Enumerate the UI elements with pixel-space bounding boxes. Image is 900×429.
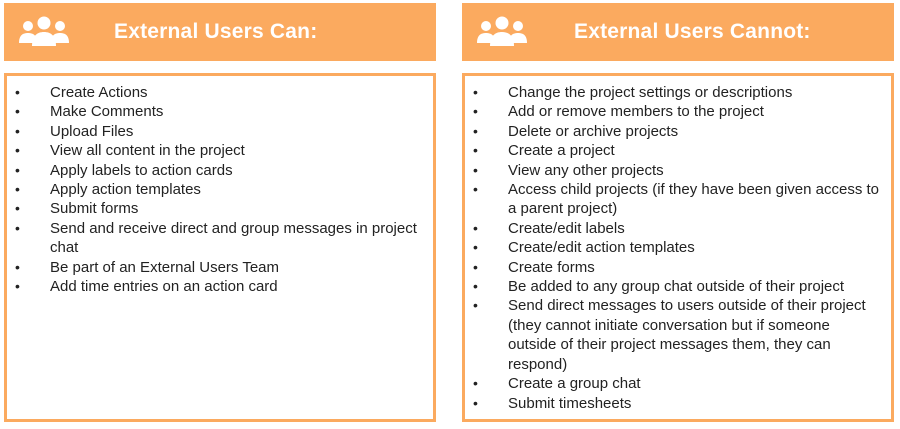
cannot-panel: External Users Cannot: • Change the proje… (462, 3, 894, 422)
list-item: • Send and receive direct and group messa… (7, 219, 423, 258)
cannot-list-box: • Change the project settings or descript… (462, 73, 894, 422)
list-item: • Create forms (465, 258, 881, 277)
can-header: External Users Can: (4, 3, 436, 61)
list-item-text: Submit timesheets (508, 394, 632, 412)
list-item: • Be part of an External Users Team (7, 258, 423, 277)
list-item: • Make Comments (7, 102, 423, 121)
list-item-text: Submit forms (50, 200, 139, 218)
list-item: • Be added to any group chat outside of t… (465, 277, 881, 296)
bullet-icon: • (473, 84, 478, 100)
list-item-text: Delete or archive projects (508, 122, 679, 140)
bullet-icon: • (473, 161, 478, 178)
bullet-icon: • (473, 122, 478, 139)
bullet-icon: • (15, 181, 20, 198)
list-item: • Upload Files (7, 122, 423, 141)
list-item: • Submit timesheets (465, 394, 881, 413)
list-item: • Submit forms (7, 199, 423, 218)
list-item-text: Send and receive direct and group messag… (50, 219, 417, 257)
users-icon (476, 13, 528, 51)
list-item-text: Make Comments (50, 103, 164, 121)
bullet-icon: • (15, 103, 20, 120)
bullet-icon: • (473, 278, 478, 295)
can-panel: External Users Can: • Create Actions • Make… (4, 3, 436, 422)
list-item-text: Be added to any group chat outside of th… (508, 278, 845, 296)
list-item-text: Apply labels to action cards (50, 161, 233, 179)
list-item-text: Create forms (508, 258, 595, 276)
list-item-text: Create/edit action templates (508, 239, 695, 257)
list-item-text: Send direct messages to users outside of… (508, 297, 866, 373)
bullet-icon: • (473, 297, 478, 314)
list-item: • Apply labels to action cards (7, 161, 423, 180)
list-item: • Create/edit action templates (465, 238, 881, 257)
bullet-icon: • (473, 394, 478, 411)
list-item-text: Be part of an External Users Team (50, 258, 279, 276)
bullet-icon: • (473, 219, 478, 236)
bullet-icon: • (473, 142, 478, 159)
cannot-list: • Change the project settings or descript… (465, 76, 891, 413)
bullet-icon: • (15, 219, 20, 236)
list-item: • View any other projects (465, 161, 881, 180)
list-item: • Send direct messages to users outside o… (465, 296, 881, 374)
list-item: • Access child projects (if they have bee… (465, 180, 881, 219)
bullet-icon: • (15, 258, 20, 275)
list-item: • Create a group chat (465, 374, 881, 393)
bullet-icon: • (15, 200, 20, 217)
cannot-header: External Users Cannot: (462, 3, 894, 61)
list-item: • Add time entries on an action card (7, 277, 423, 296)
list-item: • Create a project (465, 141, 881, 160)
bullet-icon: • (473, 239, 478, 256)
bullet-icon: • (473, 375, 478, 392)
can-title: External Users Can: (114, 20, 318, 43)
bullet-icon: • (15, 122, 20, 139)
list-item-text: Create Actions (50, 84, 148, 101)
bullet-icon: • (473, 103, 478, 120)
list-item: • Change the project settings or descript… (465, 83, 881, 102)
list-item: • Create/edit labels (465, 219, 881, 238)
bullet-icon: • (15, 161, 20, 178)
list-item: • Apply action templates (7, 180, 423, 199)
bullet-icon: • (15, 84, 20, 100)
list-item-text: View any other projects (508, 161, 664, 179)
list-item-text: Create a project (508, 142, 615, 160)
list-item-text: Access child projects (if they have been… (508, 181, 880, 218)
list-item-text: Add or remove members to the project (508, 103, 764, 121)
list-item-text: Add time entries on an action card (50, 278, 278, 296)
bullet-icon: • (473, 258, 478, 275)
list-item-text: Upload Files (50, 122, 134, 140)
list-item-text: View all content in the project (50, 142, 245, 160)
users-icon (18, 13, 70, 51)
list-item-text: Apply action templates (50, 181, 201, 199)
cannot-title: External Users Cannot: (574, 20, 811, 43)
list-item: • Add or remove members to the project (465, 102, 881, 121)
list-item: • Create Actions (7, 83, 423, 102)
list-item-text: Change the project settings or descripti… (508, 84, 793, 101)
list-item-text: Create/edit labels (508, 219, 625, 237)
bullet-icon: • (473, 181, 478, 198)
list-item: • Delete or archive projects (465, 122, 881, 141)
can-list: • Create Actions • Make Comments • Upload Fil… (7, 76, 433, 296)
can-list-box: • Create Actions • Make Comments • Upload Fil… (4, 73, 436, 422)
bullet-icon: • (15, 142, 20, 159)
list-item-text: Create a group chat (508, 375, 641, 393)
bullet-icon: • (15, 278, 20, 295)
list-item: • View all content in the project (7, 141, 423, 160)
